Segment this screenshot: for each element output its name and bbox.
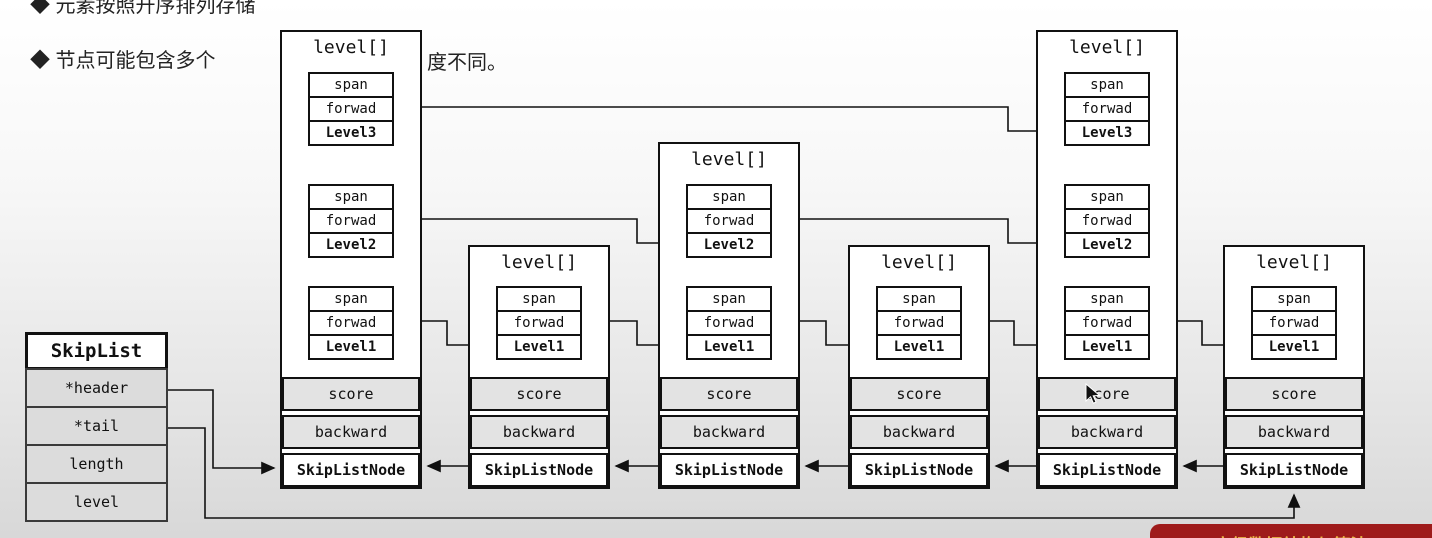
skiplistnode-3: level[] span forwad Level2 span forwad L…: [658, 142, 800, 489]
forward-cell: forwad: [686, 208, 772, 234]
skiplistnode-5: level[] span forwad Level3 span forwad L…: [1036, 30, 1178, 489]
forward-cell: forwad: [308, 96, 394, 122]
level-array-label: level[]: [313, 37, 389, 58]
watermark-banner: 高级数据结构与算法: [1150, 524, 1432, 538]
score-row: score: [1225, 377, 1363, 411]
span-cell: span: [1251, 286, 1337, 312]
level-cell: Level1: [1064, 334, 1150, 360]
level-cell: Level2: [686, 232, 772, 258]
span-cell: span: [686, 184, 772, 210]
forward-cell: forwad: [1064, 96, 1150, 122]
span-cell: span: [1064, 286, 1150, 312]
level-array-label: level[]: [1069, 37, 1145, 58]
arrow-forward-l3-n1-n5: [394, 106, 1058, 138]
level-group-1: span forwad Level1: [496, 286, 582, 360]
span-cell: span: [308, 286, 394, 312]
node-name-row: SkipListNode: [850, 453, 988, 487]
skiplist-field-length: length: [25, 444, 168, 484]
forward-cell: forwad: [308, 310, 394, 336]
score-row: score: [1038, 377, 1176, 411]
level-cell: Level1: [876, 334, 962, 360]
backward-row: backward: [660, 415, 798, 449]
node-name-row: SkipListNode: [660, 453, 798, 487]
level-array-label: level[]: [1256, 252, 1332, 273]
level-group-2: span forwad Level2: [1064, 184, 1150, 258]
level-group-3: span forwad Level3: [1064, 72, 1150, 146]
level-cell: Level2: [1064, 232, 1150, 258]
level-group-1: span forwad Level1: [686, 286, 772, 360]
node-name-row: SkipListNode: [1225, 453, 1363, 487]
skiplistnode-6: level[] span forwad Level1 score backwar…: [1223, 245, 1365, 489]
level-group-2: span forwad Level2: [308, 184, 394, 258]
span-cell: span: [308, 184, 394, 210]
level-group-1: span forwad Level1: [1064, 286, 1150, 360]
level-group-1: span forwad Level1: [1251, 286, 1337, 360]
forward-cell: forwad: [686, 310, 772, 336]
skiplist-field-level: level: [25, 482, 168, 522]
forward-cell: forwad: [1064, 310, 1150, 336]
level-cell: Level1: [496, 334, 582, 360]
level-array-label: level[]: [881, 252, 957, 273]
backward-row: backward: [850, 415, 988, 449]
forward-cell: forwad: [876, 310, 962, 336]
arrow-header-to-n1: [168, 389, 276, 475]
level-cell: Level1: [308, 334, 394, 360]
node-name-row: SkipListNode: [470, 453, 608, 487]
arrow-forward-l2-n1-n3: [394, 218, 680, 250]
skiplistnode-1: level[] span forwad Level3 span forwad L…: [280, 30, 422, 489]
arrow-forward-l2-n3-n5: [772, 218, 1058, 250]
bullet-text-2-left: ◆ 节点可能包含多个: [30, 50, 216, 72]
level-group-2: span forwad Level2: [686, 184, 772, 258]
forward-cell: forwad: [1064, 208, 1150, 234]
node-name-row: SkipListNode: [282, 453, 420, 487]
level-cell: Level2: [308, 232, 394, 258]
level-group-1: span forwad Level1: [876, 286, 962, 360]
forward-cell: forwad: [308, 208, 394, 234]
skiplist-field-header: *header: [25, 368, 168, 408]
score-row: score: [282, 377, 420, 411]
span-cell: span: [1064, 184, 1150, 210]
level-group-3: span forwad Level3: [308, 72, 394, 146]
level-cell: Level1: [686, 334, 772, 360]
skiplist-struct: SkipList *header *tail length level: [25, 332, 168, 522]
span-cell: span: [686, 286, 772, 312]
span-cell: span: [308, 72, 394, 98]
score-row: score: [470, 377, 608, 411]
bullet-text-2-right: 度不同。: [427, 52, 507, 74]
backward-row: backward: [470, 415, 608, 449]
level-array-label: level[]: [691, 149, 767, 170]
span-cell: span: [876, 286, 962, 312]
forward-cell: forwad: [1251, 310, 1337, 336]
score-row: score: [850, 377, 988, 411]
skiplist-title: SkipList: [25, 332, 168, 370]
backward-row: backward: [1225, 415, 1363, 449]
span-cell: span: [1064, 72, 1150, 98]
forward-cell: forwad: [496, 310, 582, 336]
skiplistnode-2: level[] span forwad Level1 score backwar…: [468, 245, 610, 489]
mouse-cursor-icon: [1085, 383, 1101, 404]
level-group-1: span forwad Level1: [308, 286, 394, 360]
level-cell: Level1: [1251, 334, 1337, 360]
skiplist-field-tail: *tail: [25, 406, 168, 446]
level-cell: Level3: [308, 120, 394, 146]
level-array-label: level[]: [501, 252, 577, 273]
backward-row: backward: [282, 415, 420, 449]
score-row: score: [660, 377, 798, 411]
span-cell: span: [496, 286, 582, 312]
bullet-text-1: ◆ 元素按照升序排列存储: [30, 0, 256, 17]
skiplistnode-4: level[] span forwad Level1 score backwar…: [848, 245, 990, 489]
level-cell: Level3: [1064, 120, 1150, 146]
node-name-row: SkipListNode: [1038, 453, 1176, 487]
backward-row: backward: [1038, 415, 1176, 449]
